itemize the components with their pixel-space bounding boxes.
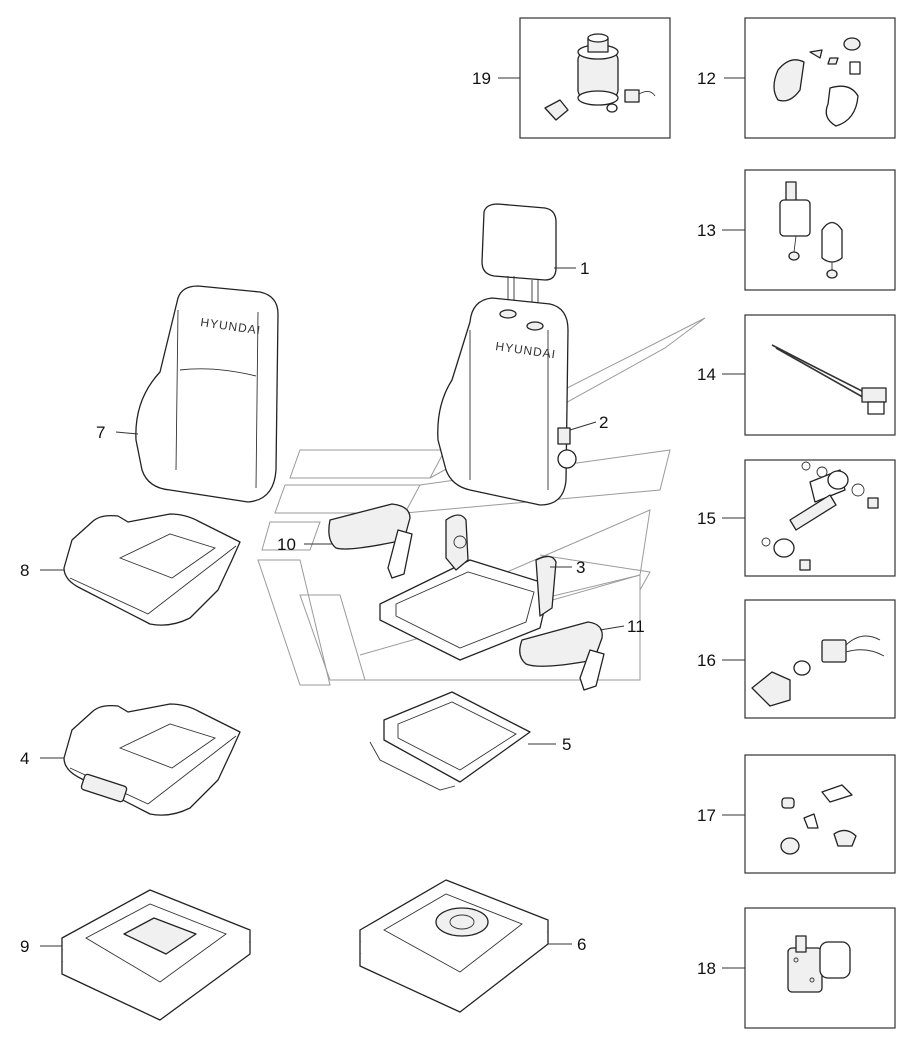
callout-16: 16 [697,651,716,670]
callout-19: 19 [472,69,491,88]
part-2-backrest: HYUNDAI [437,297,577,506]
part-3-seat-frame [379,514,557,661]
callout-18: 18 [697,959,716,978]
part-7-backrest-cover: HYUNDAI [135,285,279,503]
part-16-box [744,599,896,719]
callout-17: 17 [697,806,716,825]
part-19-box [519,17,671,139]
part-4-seat-cushion [63,703,241,816]
callout-14: 14 [697,365,716,384]
part-17-box [744,754,896,874]
callout-2: 2 [599,413,608,432]
callout-7: 7 [96,423,105,442]
callout-5: 5 [562,735,571,754]
part-8-seat-cover [63,513,241,626]
part-14-box [744,314,896,436]
callout-12: 12 [697,69,716,88]
callout-4: 4 [20,749,29,768]
callout-15: 15 [697,509,716,528]
part-10-armrest-left [328,503,413,579]
callout-13: 13 [697,221,716,240]
part-11-armrest-right [519,621,605,691]
callout-9: 9 [20,937,29,956]
part-5-seat-pan [369,691,531,791]
part-13-box [744,169,896,291]
callout-11: 11 [627,617,645,636]
part-6-suspension-assembly [359,879,549,1013]
callout-10: 10 [277,535,296,554]
callout-labels: 19 12 1 2 7 13 14 15 16 17 18 8 10 3 11 … [20,69,716,978]
callout-6: 6 [577,935,586,954]
callout-1: 1 [580,259,589,278]
part-12-box [744,17,896,139]
callout-3: 3 [576,558,585,577]
leader-lines [40,77,745,969]
part-18-box [744,907,896,1029]
part-9-suspension [61,889,251,1021]
part-15-box [744,459,896,577]
callout-8: 8 [20,561,29,580]
